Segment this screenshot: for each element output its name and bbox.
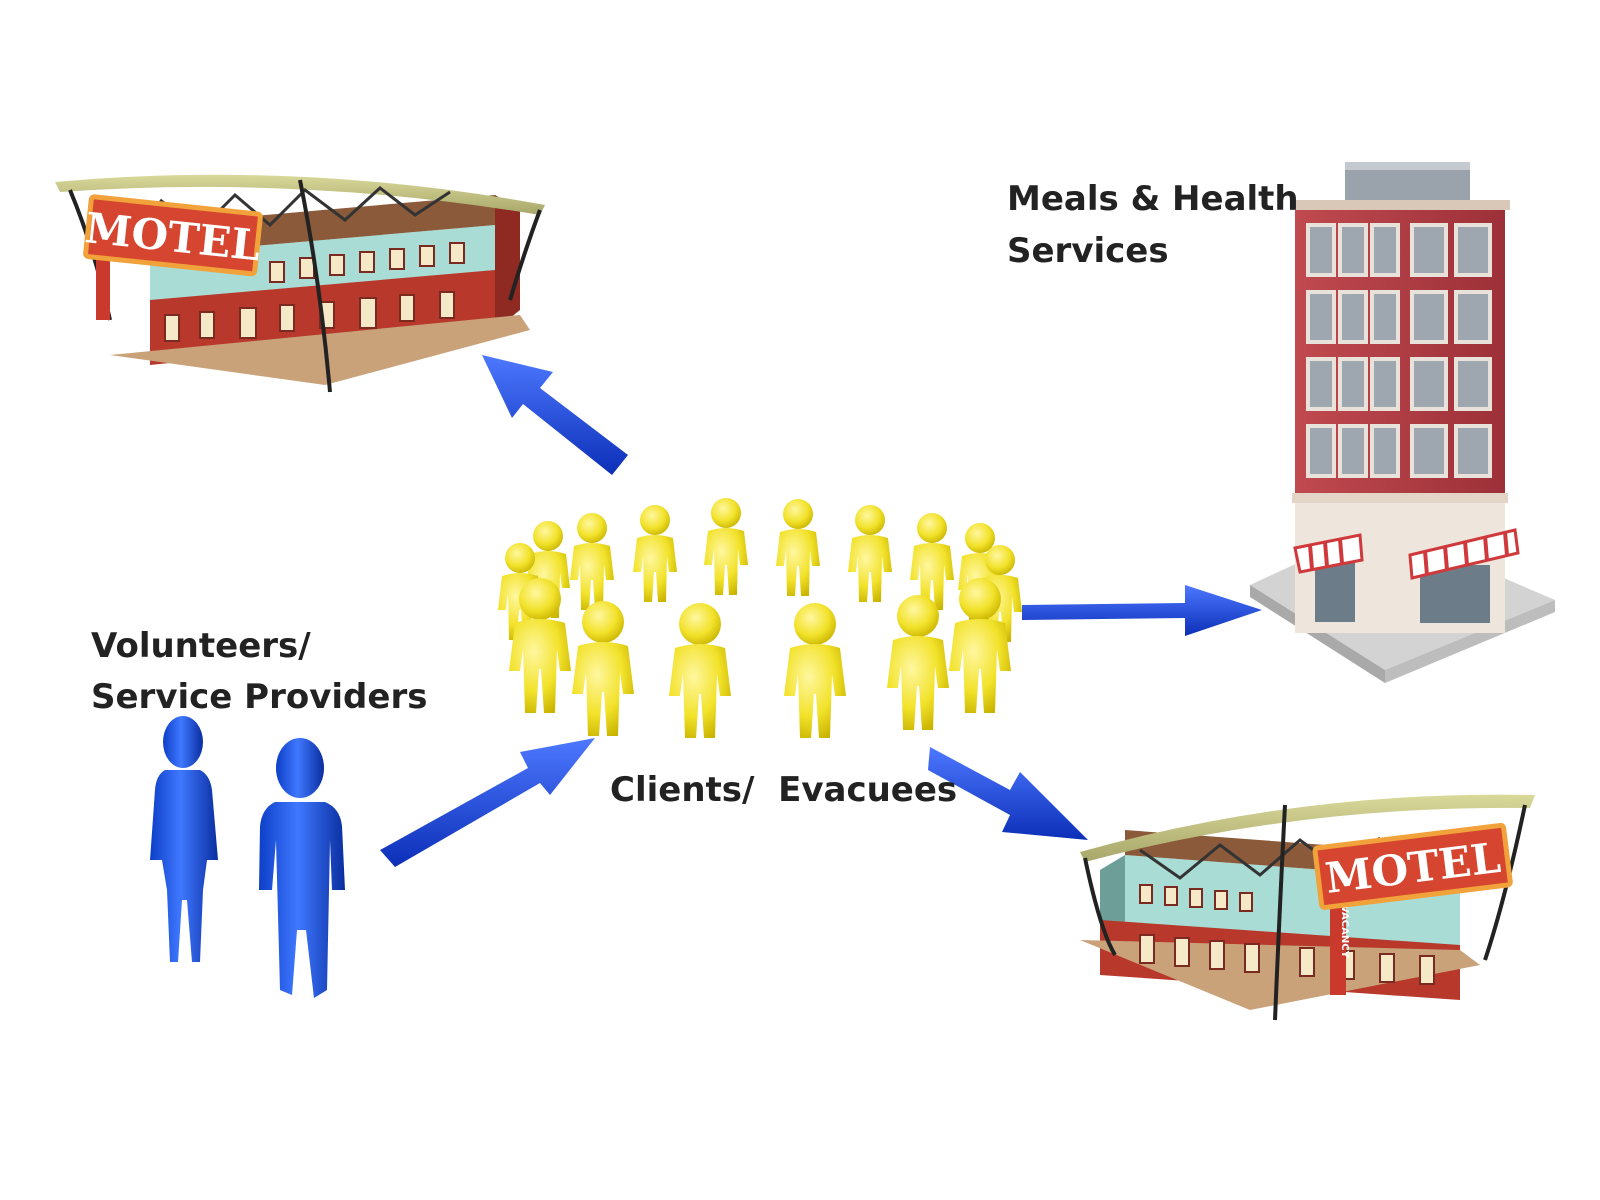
motel-building-icon-top-left: MOTEL [55, 174, 545, 393]
vacancy-sign-text: VACANCY [1339, 905, 1350, 959]
blue-person-icon-male [259, 738, 345, 998]
meals-health-label-line1: Meals & Health [1007, 179, 1299, 219]
flow-arrow-icon-to-bottom-motel [928, 747, 1088, 840]
hotel-building-icon [1250, 162, 1555, 683]
flow-arrow-icon-to-top-motel [482, 355, 628, 475]
motel-building-icon-bottom-right: VACANCY MOTEL [1080, 794, 1535, 1021]
volunteers-label-line2: Service Providers [91, 677, 427, 717]
volunteers-label-line1: Volunteers/ [91, 626, 311, 666]
clients-evacuees-label: Clients/ Evacuees [610, 770, 957, 810]
meals-health-label-line2: Services [1007, 231, 1169, 271]
flow-arrow-icon-from-volunteers [380, 738, 595, 867]
blue-person-icon-female [150, 716, 218, 962]
yellow-people-circle-icon [498, 498, 1022, 738]
flow-arrow-icon-to-hotel [1022, 585, 1262, 636]
